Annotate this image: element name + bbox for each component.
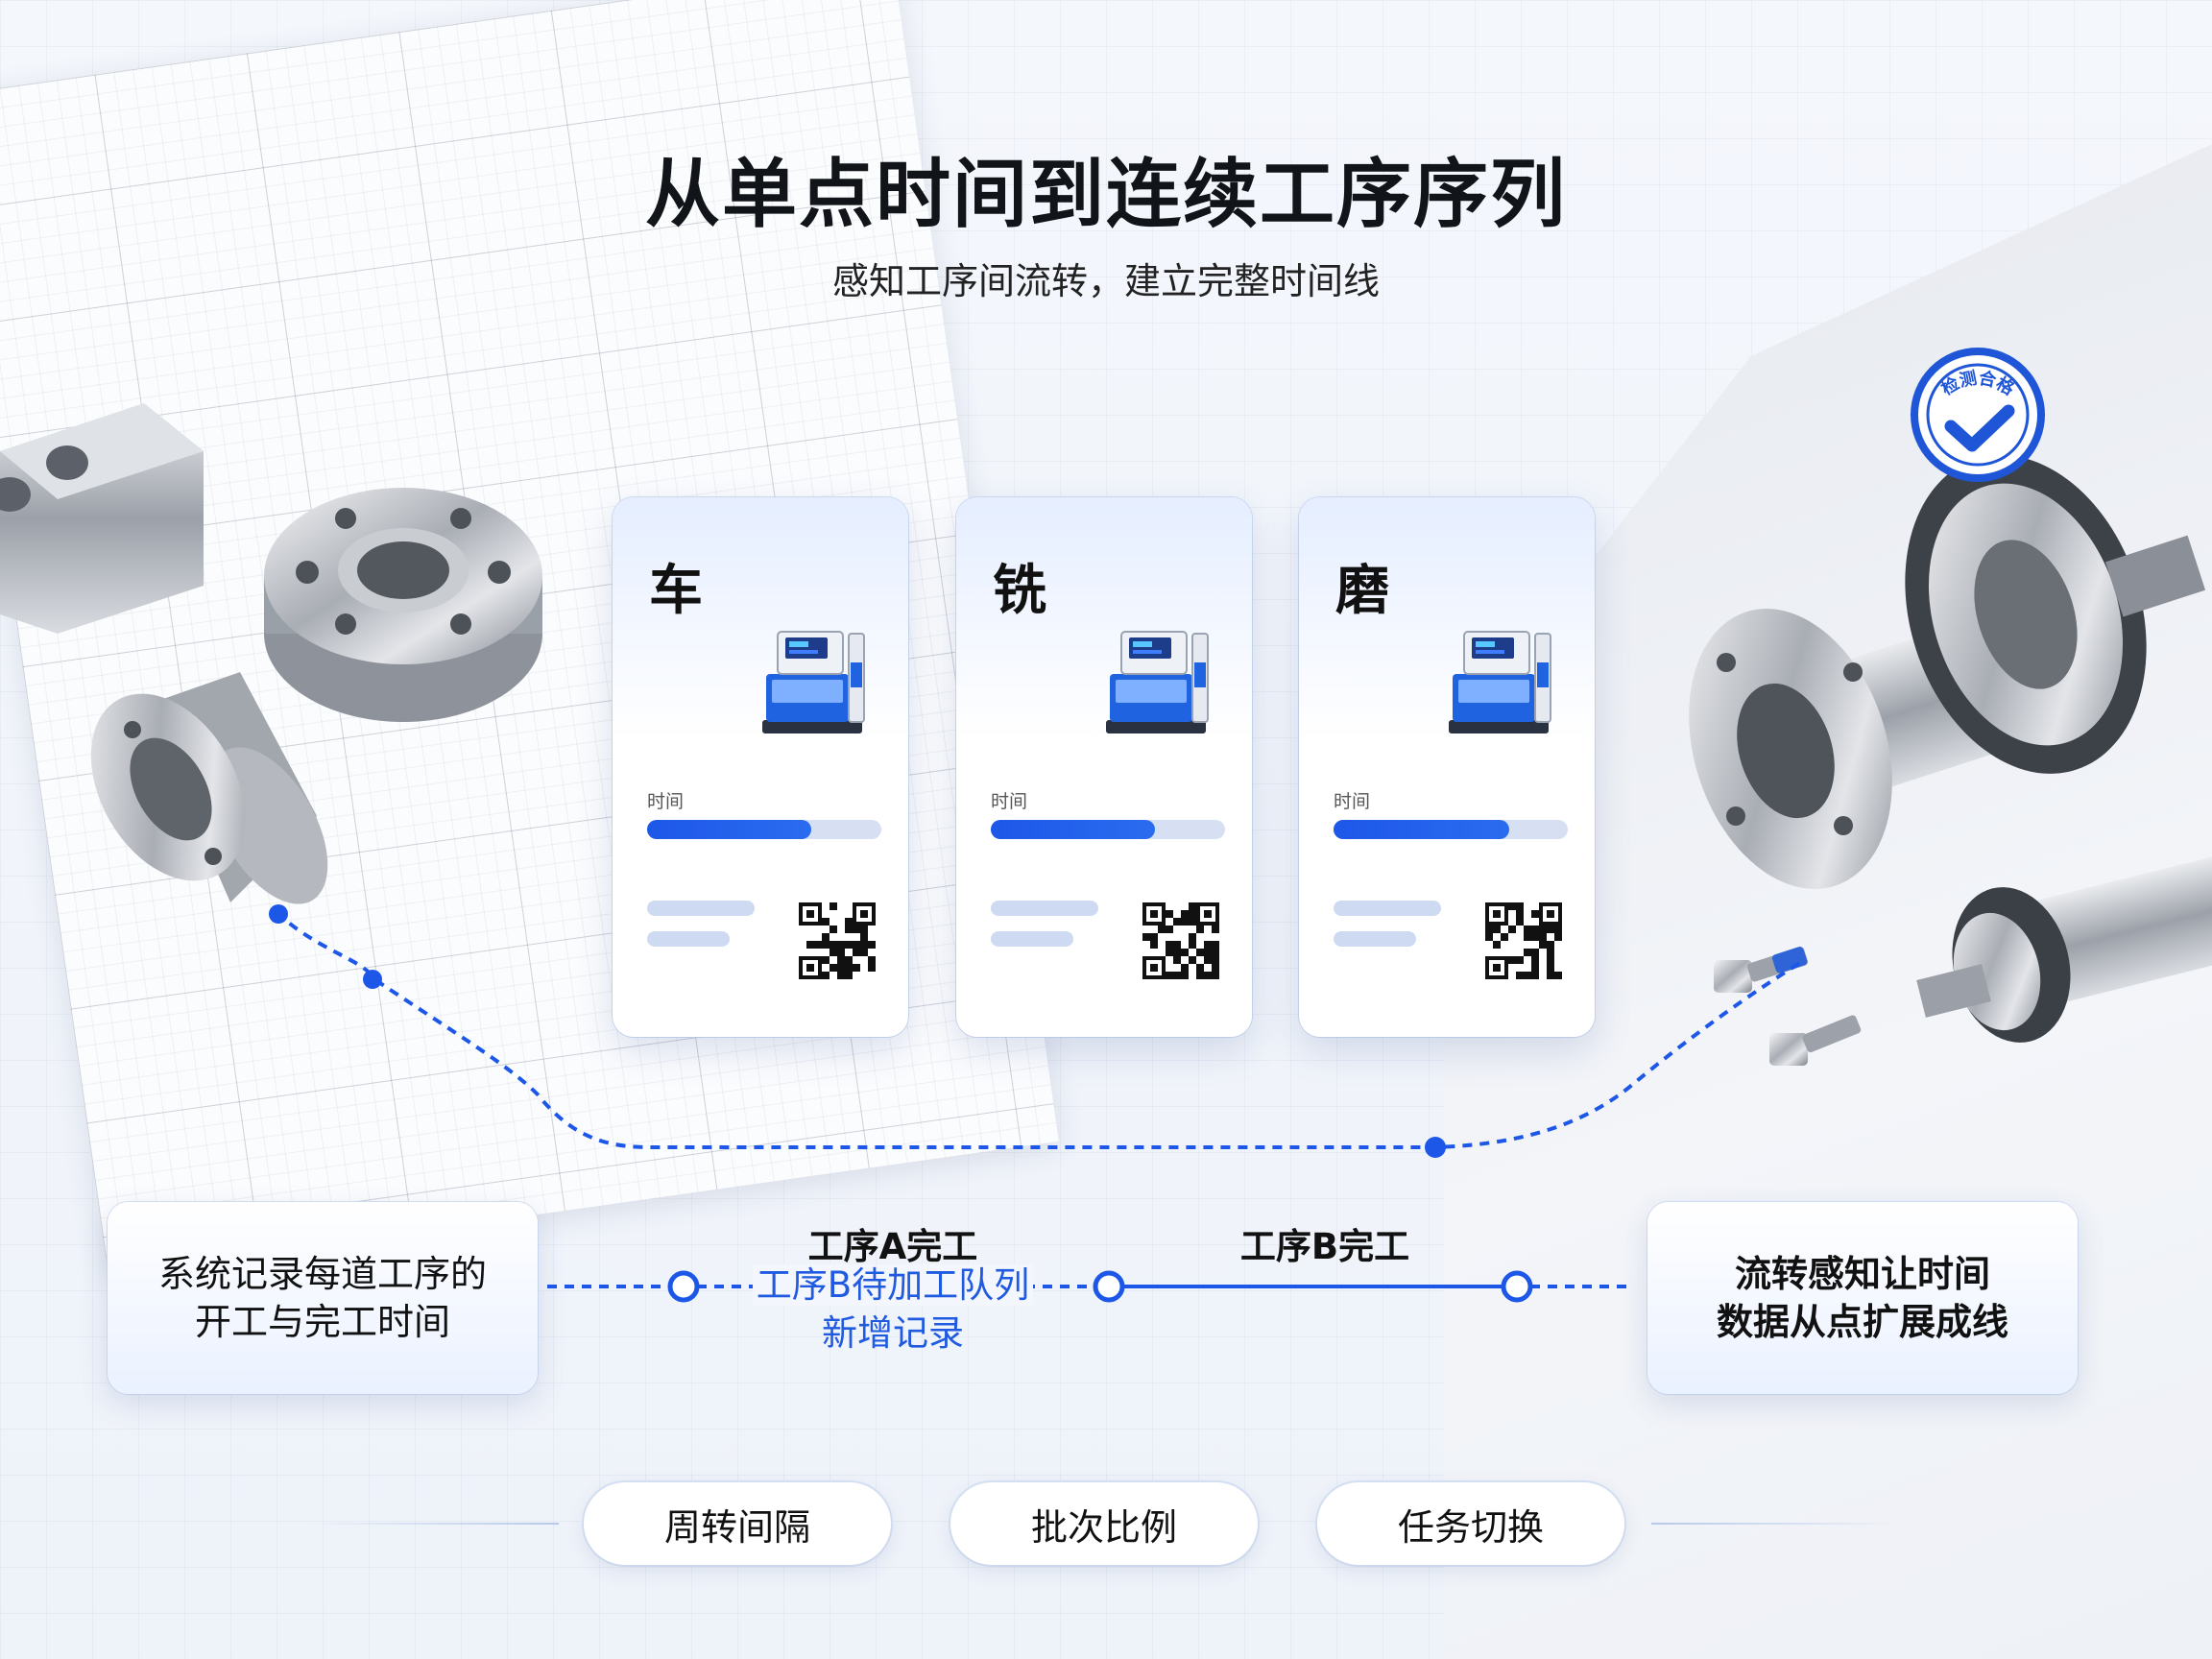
step-a-note-line1: 工序B待加工队列 [752,1264,1034,1306]
timeline-node-queue [1093,1270,1125,1303]
quality-badge: 检测合格 [1901,348,2055,486]
process-time-label: 时间 [647,791,685,812]
qr-code-icon [1485,902,1562,979]
flange-part [264,488,542,722]
pill-divider-right [1651,1523,1903,1525]
page-title: 从单点时间到连续工序序列 [644,152,1567,238]
process-card-title: 磨 [1335,560,1389,622]
info-box-right: 流转感知让时间 数据从点扩展成线 [1647,1202,2078,1394]
info-right-line1: 流转感知让时间 [1734,1253,1990,1295]
flow-node-start [269,904,288,924]
pill-batch-ratio[interactable]: 批次比例 [950,1482,1258,1565]
step-a-note: 工序B待加工队列 新增记录 [730,1262,1056,1358]
placeholder-line [647,901,755,916]
process-card[interactable]: 车 时间 [613,497,908,1037]
bolt-parts [1714,947,1862,1066]
qr-code[interactable] [1485,902,1562,983]
page-subtitle: 感知工序间流转，建立完整时间线 [831,260,1380,302]
check-icon [1944,404,2015,452]
process-time-label: 时间 [1334,791,1371,812]
machine-illustration [1098,624,1214,747]
info-left-line2: 开工与完工时间 [194,1301,450,1343]
flow-node-mid [363,970,382,989]
bushing-part [90,672,328,904]
qr-code-icon [1142,902,1219,979]
flow-node-end [1425,1137,1446,1158]
process-time-label: 时间 [991,791,1028,812]
info-box-left: 系统记录每道工序的 开工与完工时间 [108,1202,538,1394]
flow-dashed-path [275,910,1807,1149]
machine-illustration [1441,624,1556,747]
pill-turnover-interval[interactable]: 周转间隔 [584,1482,891,1565]
pill-divider-left [307,1523,559,1525]
placeholder-line [1334,931,1416,947]
process-progress-fill [991,820,1155,839]
process-progress-fill [1334,820,1509,839]
process-card[interactable]: 铣 时间 [956,497,1252,1037]
qr-code[interactable] [799,902,876,983]
machine-icon [1106,631,1209,733]
step-a-note-line2: 新增记录 [822,1312,964,1354]
step-a-label: 工序A完工 [807,1226,978,1267]
placeholder-line [991,901,1098,916]
timeline-node-b [1501,1270,1533,1303]
process-progress-bar [1334,820,1568,839]
machine-icon [762,631,865,733]
process-progress-bar [991,820,1225,839]
pill-task-switch[interactable]: 任务切换 [1317,1482,1624,1565]
info-left-line1: 系统记录每道工序的 [157,1253,487,1295]
timeline-node-a [667,1270,700,1303]
gear-shaft-assembly [1689,455,2206,889]
steel-block [0,403,204,634]
process-progress-bar [647,820,881,839]
process-card[interactable]: 磨 时间 [1299,497,1595,1037]
threaded-shaft [1916,856,2212,1043]
qr-code[interactable] [1142,902,1219,983]
qr-code-icon [799,902,876,979]
machine-icon [1449,631,1551,733]
placeholder-line [647,931,730,947]
step-b-label: 工序B完工 [1239,1226,1410,1267]
placeholder-line [991,931,1073,947]
placeholder-line [1334,901,1441,916]
process-progress-fill [647,820,811,839]
process-card-title: 车 [649,560,703,622]
process-card-title: 铣 [993,560,1046,622]
info-right-line2: 数据从点扩展成线 [1716,1301,2008,1343]
machine-illustration [755,624,870,747]
